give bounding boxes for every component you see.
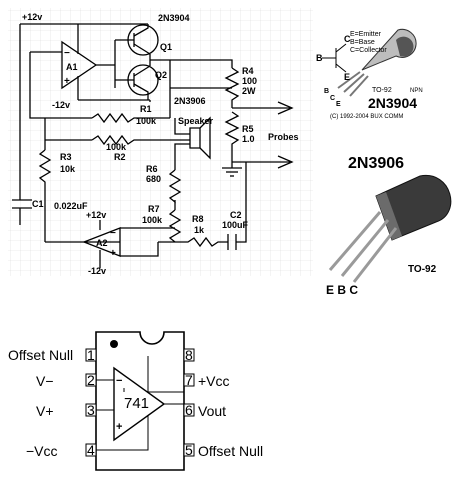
- r6-ref-label: R6: [146, 164, 158, 174]
- q1-ref-label: Q1: [160, 42, 172, 52]
- c1-value-label: 0.022uF: [54, 201, 88, 211]
- circuit-wiring: [12, 23, 294, 268]
- r2-value-label: 100k: [106, 142, 127, 152]
- npn-legend-c: C=Collector: [350, 47, 387, 54]
- a1-plus-sign: +: [64, 76, 70, 87]
- ic741-pin5-label: Offset Null: [198, 443, 263, 459]
- r4-ref-label: R4: [242, 66, 254, 76]
- ic741-pin4-num: 4: [87, 442, 95, 458]
- r7-ref-label: R7: [148, 204, 160, 214]
- ic741-pin4-label: −Vcc: [26, 443, 58, 459]
- ic741-pin1-num: 1: [87, 347, 95, 363]
- ic741-pin6-label: Vout: [198, 403, 226, 419]
- npn-pinout-diagram: C B E E=Emitter B=Base C=Collector B C E…: [316, 28, 423, 120]
- npn-lead-e: E: [336, 101, 341, 108]
- npn-lead-c: C: [330, 95, 335, 102]
- pnp-lead-labels: E B C: [326, 283, 358, 297]
- npn-pkg-label: TO-92: [372, 87, 392, 94]
- ic741-wires: [96, 356, 184, 451]
- ic741-pin5-num: 5: [185, 442, 193, 458]
- q2-part-label: 2N3906: [174, 96, 206, 106]
- r1-value-label: 100k: [136, 116, 157, 126]
- pnp-pkg-label: TO-92: [408, 264, 437, 275]
- r7-value-label: 100k: [142, 215, 163, 225]
- r1-ref-label: R1: [140, 104, 152, 114]
- ic741-minus-sign: −: [116, 375, 122, 387]
- c1-ref-label: C1: [32, 199, 44, 209]
- ic741-pin-boxes: [85, 348, 195, 457]
- npn-leads: [337, 71, 369, 97]
- r5-value-label: 1.0: [242, 134, 255, 144]
- ic741-plus-sign: +: [116, 421, 122, 433]
- r8-ref-label: R8: [192, 214, 204, 224]
- ic741-pin3-label: V+: [36, 403, 54, 419]
- a2-plus-sign: +: [110, 248, 116, 259]
- supply-pos-label: +12v: [22, 12, 42, 22]
- q1-part-label: 2N3904: [158, 13, 190, 23]
- a2-minus-sign: −: [110, 228, 116, 239]
- ic741-pin6-num: 6: [185, 402, 193, 418]
- ic741-pin1-label: Offset Null: [8, 347, 73, 363]
- r3-ref-label: R3: [60, 152, 72, 162]
- q2-ref-label: Q2: [155, 70, 167, 80]
- speaker-label: Speaker: [178, 116, 214, 126]
- ic741-opamp-symbol: [113, 366, 166, 442]
- npn-body-shadow: [396, 36, 414, 57]
- ic741-pin1-dot: [110, 340, 118, 348]
- pnp-leads: [328, 211, 398, 283]
- npn-part-label: 2N3904: [368, 95, 417, 111]
- op-amp-2-label: A2: [96, 238, 108, 248]
- npn-pin-b: B: [316, 53, 323, 63]
- r6-value-label: 680: [146, 174, 161, 184]
- ic741-pin3-num: 3: [87, 402, 95, 418]
- pnp-package-diagram: 2N3906 E B C TO-92: [326, 155, 452, 297]
- supply-neg-label: -12v: [52, 100, 70, 110]
- c2-value-label: 100uF: [222, 220, 249, 230]
- c2-ref-label: C2: [230, 210, 242, 220]
- npn-lead-b: B: [324, 88, 329, 95]
- ic741-pin2-label: V−: [36, 373, 54, 389]
- a2-pos-label: +12v: [86, 210, 106, 220]
- op-amp-1-label: A1: [66, 62, 78, 72]
- r8-value-label: 1k: [194, 225, 205, 235]
- r4-power-label: 2W: [242, 86, 256, 96]
- ic741-name: 741: [124, 395, 149, 412]
- a1-minus-sign: −: [64, 48, 70, 59]
- schematic-grid: [8, 8, 313, 276]
- ic741-pin8-num: 8: [185, 347, 193, 363]
- a2-neg-label: -12v: [88, 266, 106, 276]
- probes-label: Probes: [268, 132, 299, 142]
- r2-ref-label: R2: [114, 152, 126, 162]
- ic741-pin7-label: +Vcc: [198, 373, 230, 389]
- npn-pin-c: C: [344, 34, 351, 44]
- npn-legend-e: E=Emitter: [350, 31, 382, 38]
- r5-ref-label: R5: [242, 124, 254, 134]
- ic741-pin7-num: 7: [185, 372, 193, 388]
- ic741-pinout: 741 − + 1 2 3 4 8 7 6 5 Offset Null V− V…: [8, 331, 263, 471]
- ic741-pin2-num: 2: [87, 372, 95, 388]
- npn-legend-b: B=Base: [350, 39, 375, 46]
- npn-copyright: (C) 1992-2004 BUX COMM: [330, 114, 403, 120]
- r4-value-label: 100: [242, 76, 257, 86]
- pnp-part-label: 2N3906: [348, 155, 404, 172]
- npn-pin-e: E: [344, 72, 350, 82]
- r3-value-label: 10k: [60, 164, 76, 174]
- npn-symbol: [322, 43, 347, 73]
- npn-type-label: NPN: [410, 88, 423, 94]
